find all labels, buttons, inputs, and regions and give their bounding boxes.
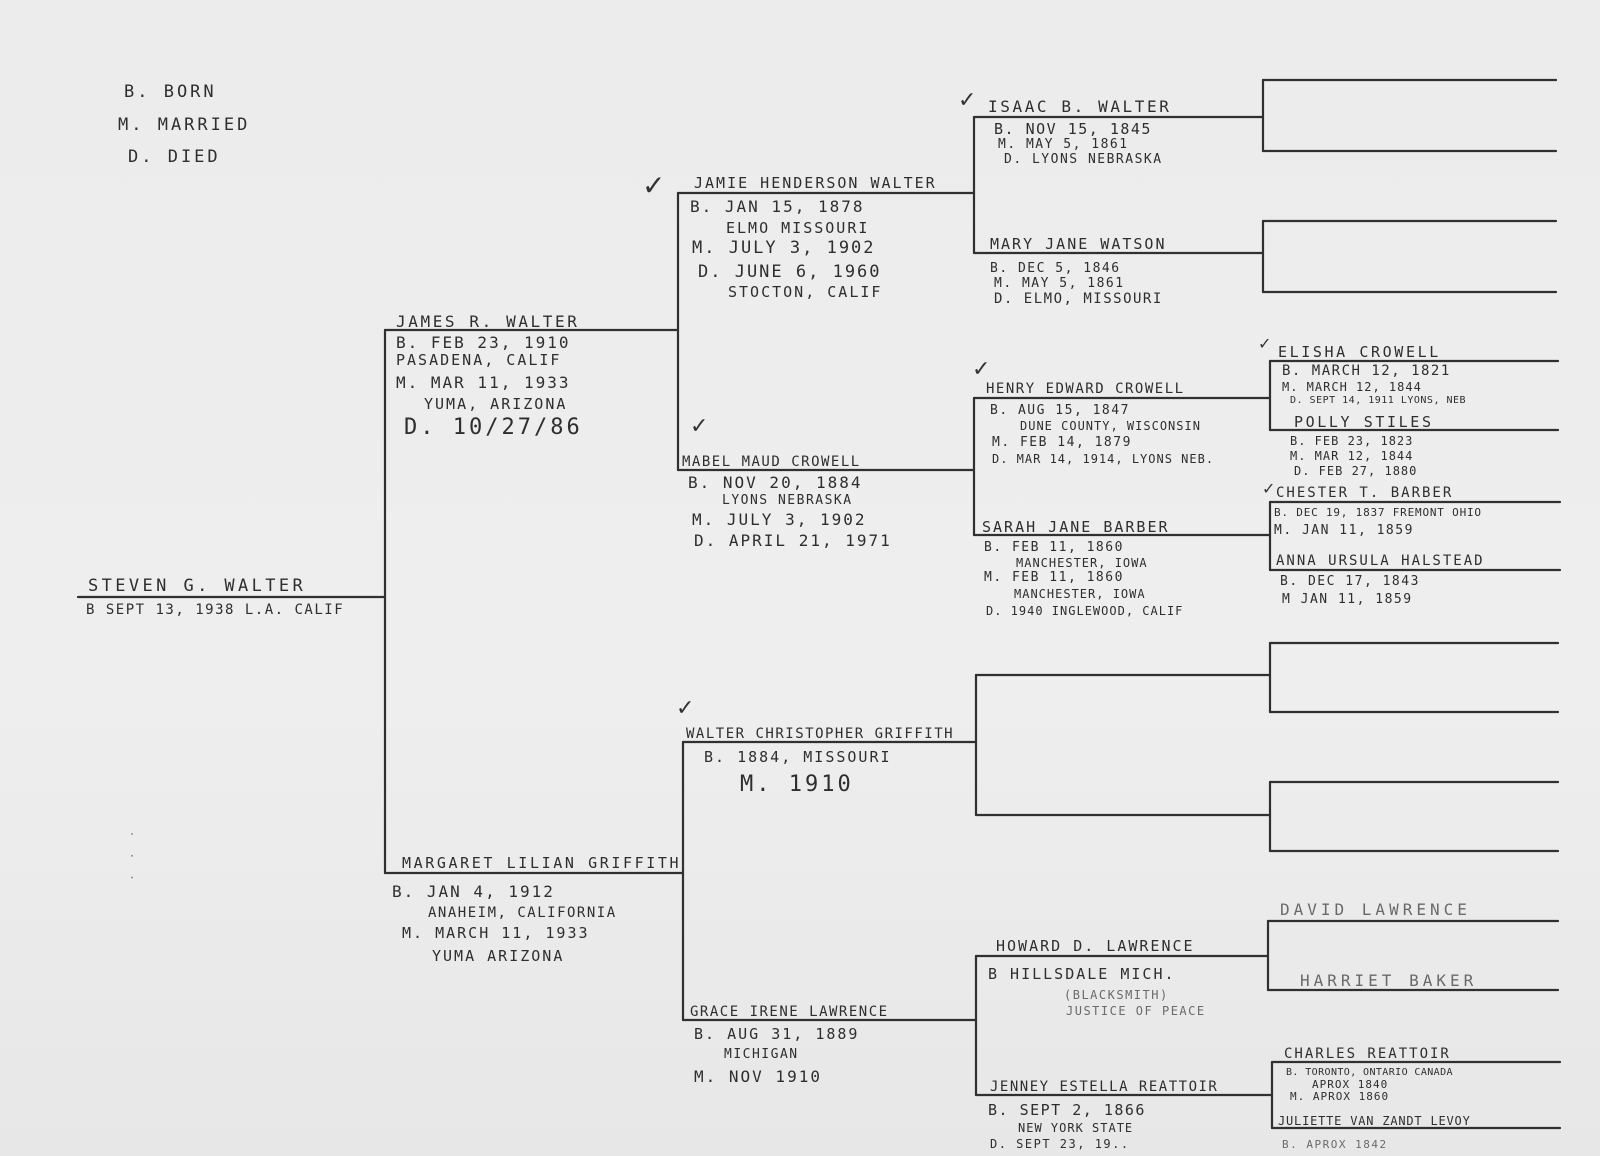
- person-name-mother: MARGARET LILIAN GRIFFITH: [402, 854, 682, 872]
- person-name-father: JAMES R. WALTER: [396, 312, 580, 331]
- person-name-great-grandparent: HENRY EDWARD CROWELL: [986, 381, 1185, 397]
- check-mark-icon: ✓: [1262, 479, 1276, 498]
- margin-note: ...: [127, 830, 142, 896]
- person-detail: M. JULY 3, 1902: [692, 510, 867, 529]
- person-name-gg-grandparent: JULIETTE VAN ZANDT LEVOY: [1278, 1114, 1471, 1128]
- person-detail: B. NOV 20, 1884: [688, 473, 863, 492]
- person-detail: D. FEB 27, 1880: [1294, 464, 1418, 478]
- person-detail: APROX 1840: [1312, 1078, 1389, 1091]
- person-detail: B. JAN 15, 1878: [690, 197, 865, 216]
- person-detail: D. SEPT 23, 19..: [990, 1137, 1130, 1151]
- person-detail: M. JAN 11, 1859: [1274, 523, 1414, 538]
- person-detail: B. DEC 17, 1843: [1280, 574, 1420, 589]
- check-mark-icon: ✓: [1258, 334, 1272, 353]
- person-detail: ANAHEIM, CALIFORNIA: [428, 905, 617, 921]
- person-detail: B. FEB 11, 1860: [984, 540, 1124, 555]
- person-detail: M. MAR 12, 1844: [1290, 449, 1414, 463]
- person-detail: MANCHESTER, IOWA: [1016, 556, 1148, 570]
- person-detail: D. APRIL 21, 1971: [694, 531, 892, 550]
- person-detail: B. FEB 23, 1823: [1290, 434, 1414, 448]
- check-mark-icon: ✓: [690, 414, 709, 439]
- person-name-gg-grandparent: ANNA URSULA HALSTEAD: [1276, 553, 1485, 569]
- person-detail: B. FEB 23, 1910: [396, 333, 571, 352]
- person-detail: M. MAY 5, 1861: [998, 137, 1129, 152]
- legend-died: D. DIED: [128, 147, 221, 167]
- person-name-gg-grandparent: ELISHA CROWELL: [1278, 343, 1441, 361]
- person-detail: JUSTICE OF PEACE: [1066, 1004, 1206, 1018]
- person-detail: NEW YORK STATE: [1018, 1121, 1134, 1135]
- person-detail: PASADENA, CALIF: [396, 351, 562, 369]
- person-name-gg-grandparent: HARRIET BAKER: [1300, 971, 1478, 990]
- person-detail: B. AUG 15, 1847: [990, 403, 1130, 418]
- person-name-great-grandparent: ISAAC B. WALTER: [988, 97, 1172, 116]
- person-detail: B. DEC 19, 1837 FREMONT OHIO: [1274, 506, 1482, 519]
- person-detail: M. NOV 1910: [694, 1067, 822, 1086]
- person-detail: (BLACKSMITH): [1064, 988, 1169, 1002]
- check-mark-icon: ✓: [958, 88, 977, 113]
- person-detail: D. MAR 14, 1914, LYONS NEB.: [992, 452, 1215, 466]
- check-mark-icon: ✓: [676, 696, 695, 721]
- check-mark-icon: ✓: [642, 169, 666, 202]
- person-detail: B HILLSDALE MICH.: [988, 965, 1176, 983]
- person-name-gg-grandparent: CHESTER T. BARBER: [1276, 485, 1454, 501]
- person-detail: B. SEPT 2, 1866: [988, 1101, 1146, 1119]
- person-detail: MICHIGAN: [724, 1047, 799, 1062]
- person-name-maternal-grandmother: GRACE IRENE LAWRENCE: [690, 1004, 889, 1020]
- person-detail: D. SEPT 14, 1911 LYONS, NEB: [1290, 395, 1467, 406]
- person-detail: M. MARCH 11, 1933: [402, 924, 590, 942]
- person-detail: B SEPT 13, 1938 L.A. CALIF: [86, 602, 345, 618]
- person-name-gg-grandparent: DAVID LAWRENCE: [1280, 900, 1471, 919]
- person-detail: B. DEC 5, 1846: [990, 261, 1121, 276]
- person-detail: M. MARCH 12, 1844: [1282, 380, 1422, 394]
- person-detail: M. MAY 5, 1861: [994, 276, 1125, 291]
- person-name-great-grandparent: JENNEY ESTELLA REATTOIR: [990, 1079, 1219, 1095]
- person-name-great-grandparent: HOWARD D. LAWRENCE: [996, 937, 1195, 955]
- person-detail: ELMO MISSOURI: [726, 219, 870, 237]
- person-detail: M. FEB 11, 1860: [984, 570, 1124, 585]
- person-name-great-grandparent: SARAH JANE BARBER: [982, 518, 1170, 536]
- person-detail: M. MAR 11, 1933: [396, 373, 571, 392]
- person-name-gg-grandparent: POLLY STILES: [1294, 413, 1434, 431]
- person-detail: YUMA, ARIZONA: [424, 395, 568, 413]
- person-detail: M JAN 11, 1859: [1282, 592, 1413, 607]
- person-name-gg-grandparent: CHARLES REATTOIR: [1284, 1046, 1451, 1062]
- person-detail: D. JUNE 6, 1960: [698, 262, 882, 282]
- person-name-paternal-grandfather: JAMIE HENDERSON WALTER: [694, 174, 937, 192]
- person-name-maternal-grandfather: WALTER CHRISTOPHER GRIFFITH: [686, 726, 955, 742]
- person-detail: M. FEB 14, 1879: [992, 435, 1132, 450]
- person-detail: LYONS NEBRASKA: [722, 493, 853, 508]
- legend-married: M. MARRIED: [118, 115, 251, 135]
- person-name-paternal-grandmother: MABEL MAUD CROWELL: [682, 454, 861, 470]
- person-detail: DUNE COUNTY, WISCONSIN: [1020, 419, 1201, 433]
- person-name-root: STEVEN G. WALTER: [88, 576, 307, 596]
- person-detail: B. JAN 4, 1912: [392, 882, 555, 901]
- person-detail: B. TORONTO, ONTARIO CANADA: [1286, 1067, 1453, 1078]
- person-detail: YUMA ARIZONA: [432, 947, 565, 965]
- person-detail: D. 1940 INGLEWOOD, CALIF: [986, 604, 1184, 618]
- person-detail: M. JULY 3, 1902: [692, 238, 876, 258]
- person-detail: B. NOV 15, 1845: [994, 120, 1152, 138]
- person-detail: B. 1884, MISSOURI: [704, 748, 892, 766]
- person-detail: MANCHESTER, IOWA: [1014, 587, 1146, 601]
- person-detail: STOCTON, CALIF: [728, 283, 883, 301]
- person-detail: M. 1910: [740, 772, 854, 797]
- legend-born: B. BORN: [124, 82, 217, 102]
- person-detail: D. ELMO, MISSOURI: [994, 291, 1163, 307]
- person-name-great-grandparent: MARY JANE WATSON: [990, 235, 1167, 253]
- person-detail: B. MARCH 12, 1821: [1282, 363, 1451, 379]
- person-detail: M. APROX 1860: [1290, 1090, 1390, 1103]
- person-detail: D. LYONS NEBRASKA: [1004, 152, 1163, 167]
- check-mark-icon: ✓: [972, 357, 991, 382]
- person-detail: D. 10/27/86: [404, 415, 583, 440]
- person-detail: B. APROX 1842: [1282, 1138, 1388, 1151]
- person-detail: B. AUG 31, 1889: [694, 1025, 860, 1043]
